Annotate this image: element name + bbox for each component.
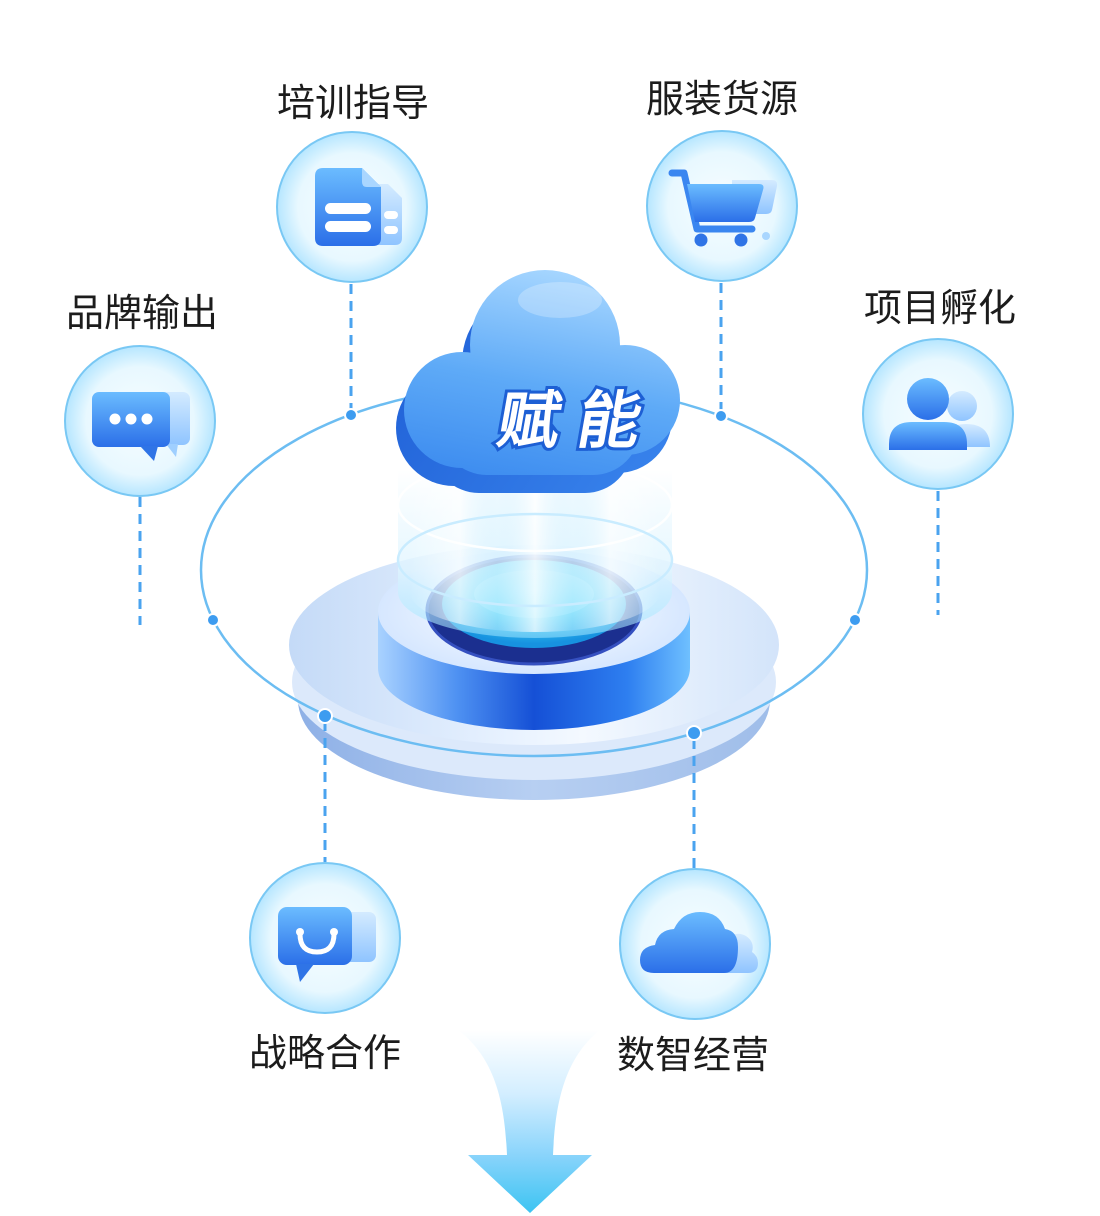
user-head bbox=[907, 378, 949, 420]
bag-handle-end bbox=[330, 928, 338, 936]
cloud-highlight bbox=[518, 282, 602, 318]
orbit-dot bbox=[206, 613, 220, 627]
orbit-dot bbox=[686, 725, 702, 741]
node-label: 品牌输出 bbox=[66, 291, 218, 335]
orbit-dot bbox=[317, 708, 333, 724]
chat-dot bbox=[109, 413, 121, 425]
user-back-head bbox=[947, 391, 977, 421]
orbit-dot bbox=[714, 409, 728, 423]
document-back-line bbox=[384, 211, 398, 219]
node-sourcing: 服装货源 bbox=[646, 77, 798, 282]
bag-handle bbox=[297, 931, 337, 955]
orbit-dot bbox=[848, 613, 862, 627]
node-label: 战略合作 bbox=[249, 1031, 401, 1075]
document-icon bbox=[315, 168, 402, 246]
cloud-icon-front bbox=[640, 912, 738, 973]
center-cloud: 赋能 bbox=[396, 270, 680, 493]
cloud-icon bbox=[640, 912, 758, 973]
chat-tail bbox=[140, 446, 158, 461]
bag-tail bbox=[296, 964, 314, 982]
cart-wheel-back bbox=[762, 232, 770, 240]
node-label: 服装货源 bbox=[646, 77, 798, 121]
document-line bbox=[325, 221, 371, 232]
light-beam bbox=[396, 457, 674, 638]
node-training: 培训指导 bbox=[276, 81, 429, 283]
center-label: 赋能 bbox=[492, 384, 665, 456]
node-brand: 品牌输出 bbox=[64, 291, 218, 497]
chat-dot bbox=[141, 413, 153, 425]
node-label: 项目孵化 bbox=[864, 286, 1016, 330]
document-line bbox=[325, 203, 371, 214]
orbit-dot bbox=[344, 408, 358, 422]
cloud-face bbox=[404, 270, 680, 475]
shopping-bag-chat-icon bbox=[278, 907, 376, 982]
cart-wheel bbox=[734, 233, 748, 247]
chat-back-tail bbox=[166, 444, 178, 457]
bag-front bbox=[278, 907, 352, 965]
node-partnership: 战略合作 bbox=[249, 862, 401, 1075]
orbit-dots bbox=[206, 408, 862, 741]
shopping-cart-icon bbox=[668, 169, 778, 247]
down-arrow-icon bbox=[458, 1030, 600, 1213]
user-body bbox=[889, 422, 967, 450]
node-label: 培训指导 bbox=[277, 81, 429, 125]
users-icon bbox=[889, 378, 990, 450]
cart-wheel bbox=[694, 233, 708, 247]
beam-ring-lower bbox=[396, 512, 674, 608]
cloud-base bbox=[440, 380, 640, 475]
node-digital: 数智经营 bbox=[617, 868, 771, 1077]
chat-bubble-icon bbox=[92, 392, 190, 461]
bag-handle-end bbox=[296, 928, 304, 936]
document-back-line bbox=[384, 226, 398, 234]
connector-lines bbox=[138, 283, 940, 868]
cart-handle bbox=[668, 169, 756, 233]
document-fold bbox=[362, 168, 381, 187]
node-label: 数智经营 bbox=[617, 1033, 769, 1077]
cart-basket bbox=[687, 184, 764, 222]
chat-dot bbox=[125, 413, 137, 425]
node-incubation: 项目孵化 bbox=[862, 286, 1016, 490]
